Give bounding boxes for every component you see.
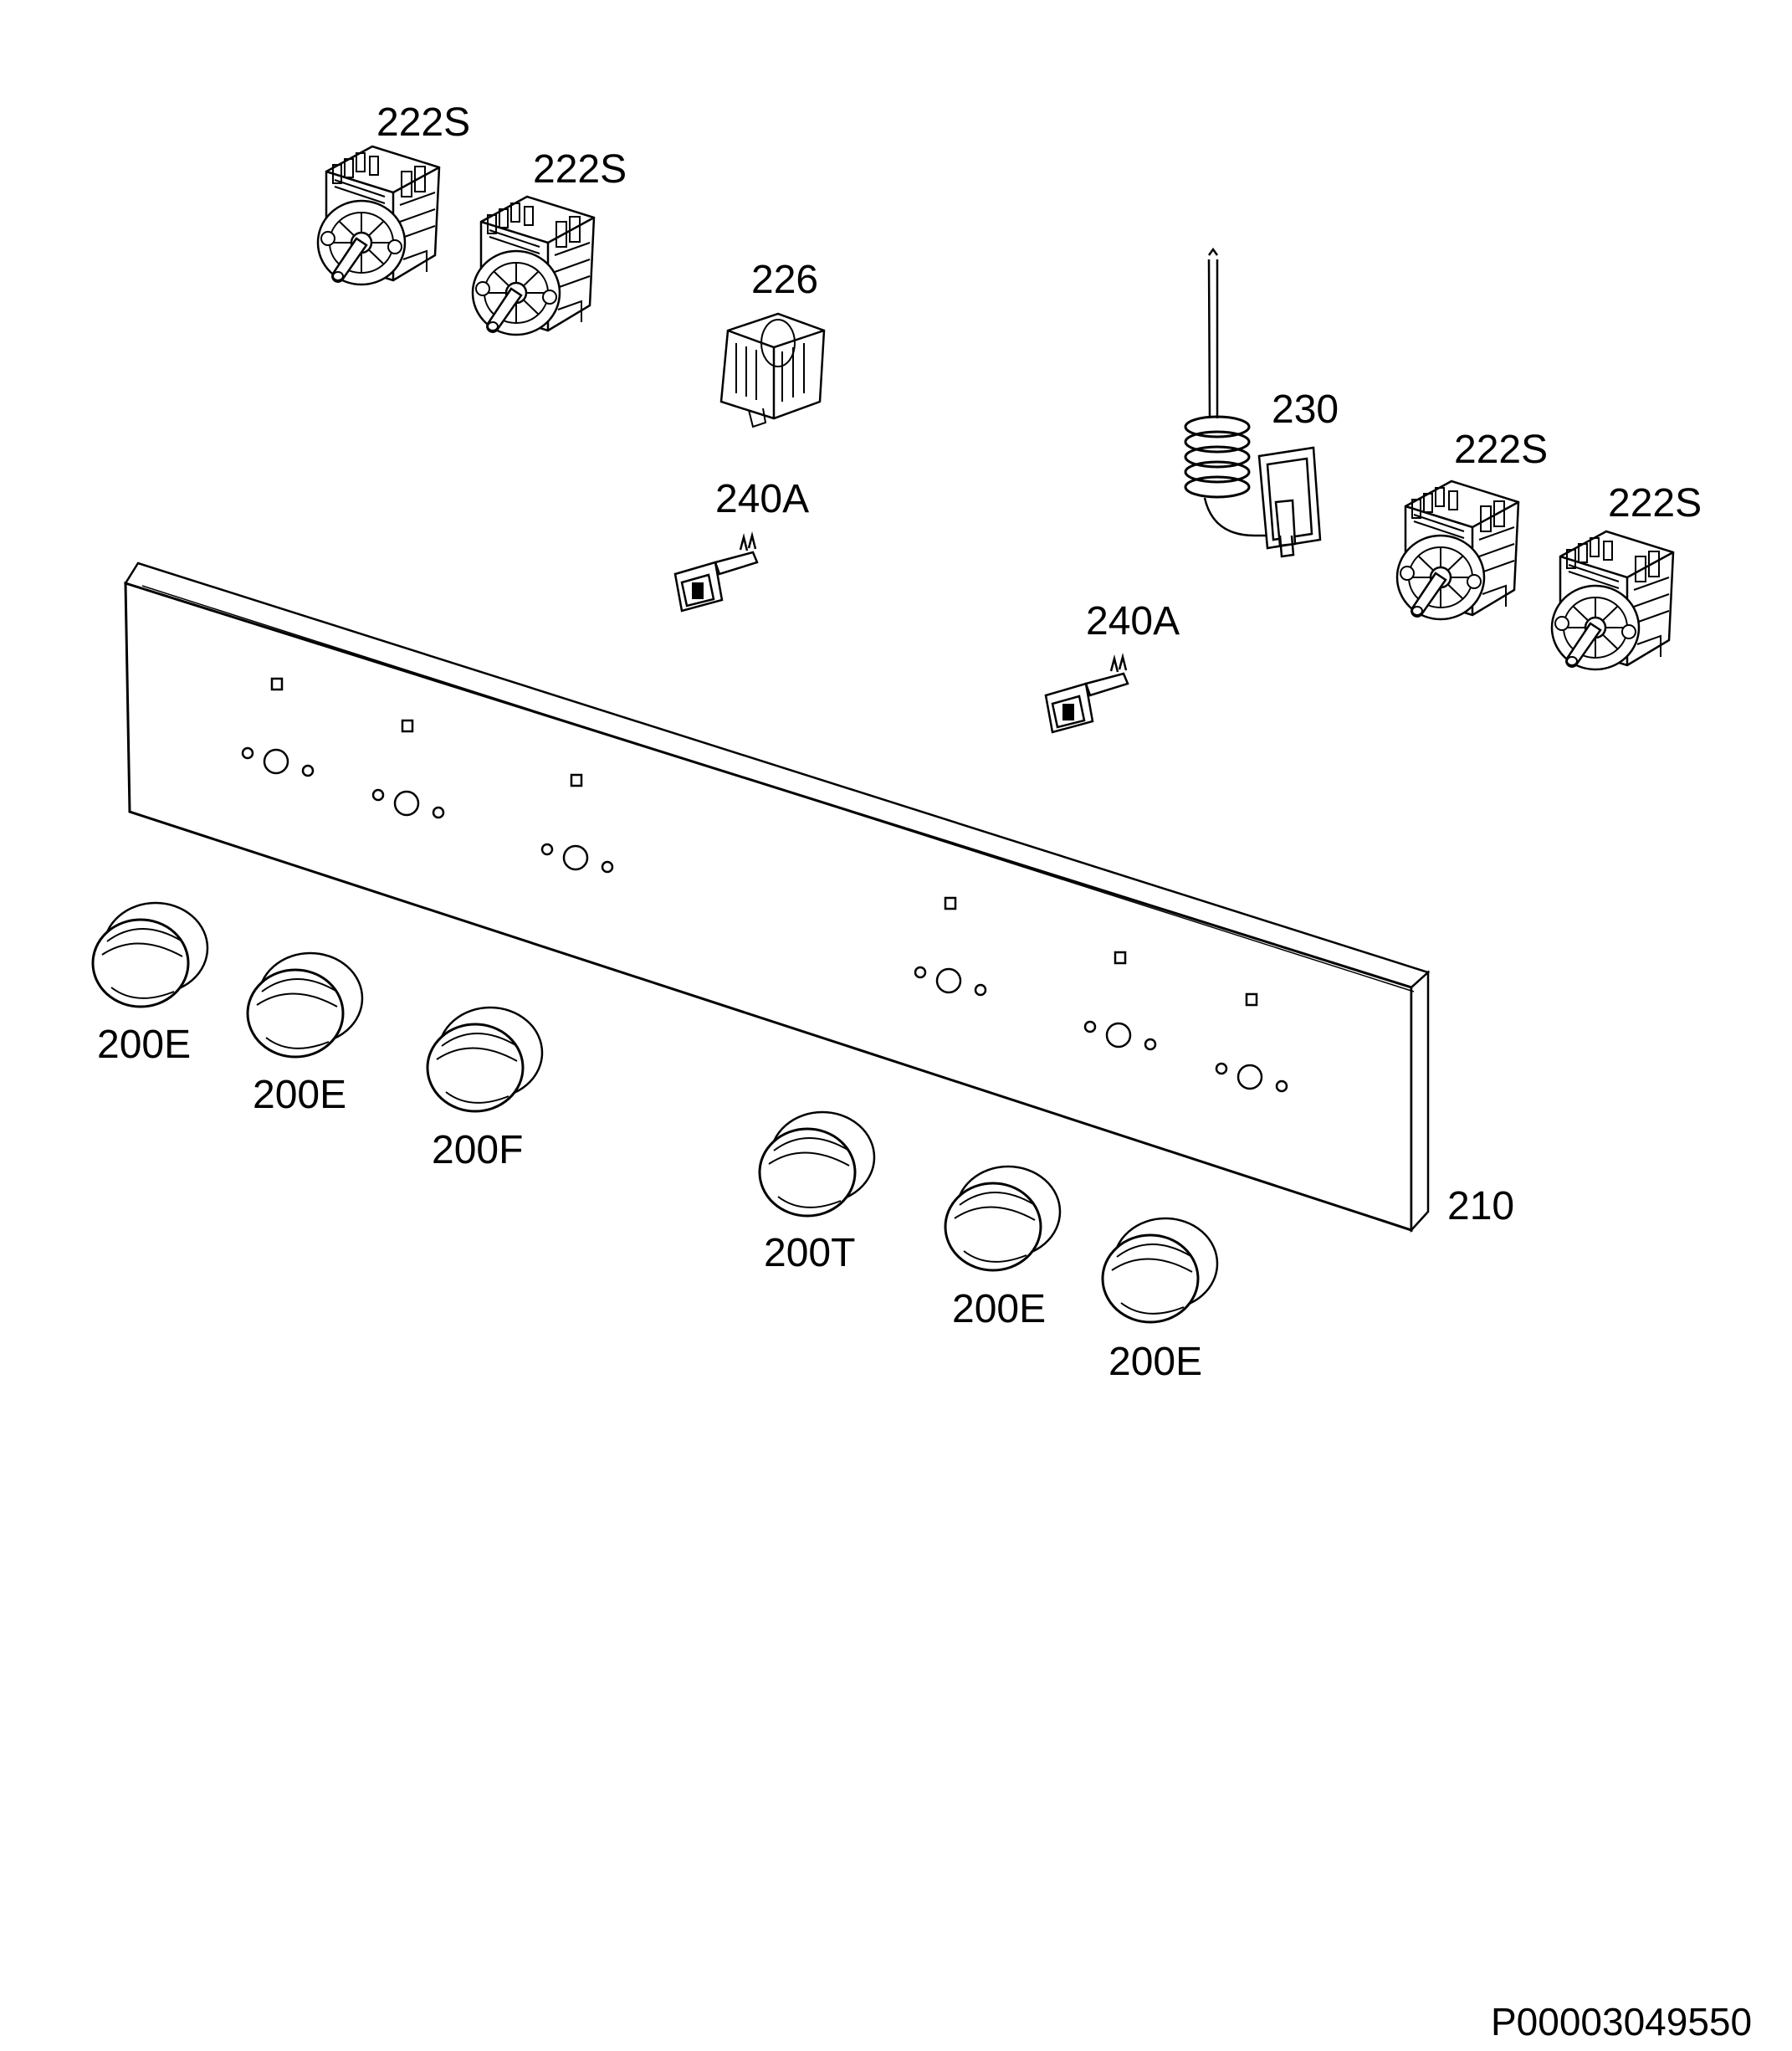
label-240a-1: 240A xyxy=(715,477,809,521)
label-222s-3: 222S xyxy=(1454,428,1548,472)
document-id: P00003049550 xyxy=(1491,2000,1752,2043)
label-200t: 200T xyxy=(764,1231,855,1275)
label-226: 226 xyxy=(751,258,818,302)
label-200e-2: 200E xyxy=(253,1073,346,1117)
label-222s-1: 222S xyxy=(376,100,470,145)
label-200e-1: 200E xyxy=(97,1023,191,1067)
label-200f: 200F xyxy=(432,1128,523,1172)
knob-200e-1 xyxy=(91,901,209,1008)
pilot-lamp-240a-2 xyxy=(1044,655,1129,734)
label-240a-2: 240A xyxy=(1086,599,1180,644)
label-200e-4: 200E xyxy=(1108,1340,1202,1384)
knob-200e-4 xyxy=(1101,1217,1219,1324)
control-panel-210 xyxy=(124,561,1431,1233)
knob-200f xyxy=(426,1006,544,1113)
label-222s-4: 222S xyxy=(1608,481,1702,526)
thermostat-230 xyxy=(1184,247,1322,558)
selector-switch-226 xyxy=(719,312,826,428)
knob-200t xyxy=(758,1110,876,1218)
pilot-lamp-240a-1 xyxy=(673,534,759,613)
knob-200e-2 xyxy=(246,951,364,1059)
rotary-switch-222s-2 xyxy=(471,195,596,336)
rotary-switch-222s-4 xyxy=(1550,530,1675,671)
knob-200e-3 xyxy=(944,1165,1062,1272)
label-222s-2: 222S xyxy=(533,147,627,192)
label-200e-3: 200E xyxy=(952,1287,1046,1331)
label-230: 230 xyxy=(1272,387,1339,432)
rotary-switch-222s-1 xyxy=(316,145,441,286)
rotary-switch-222s-3 xyxy=(1395,479,1520,621)
label-210: 210 xyxy=(1447,1184,1514,1228)
